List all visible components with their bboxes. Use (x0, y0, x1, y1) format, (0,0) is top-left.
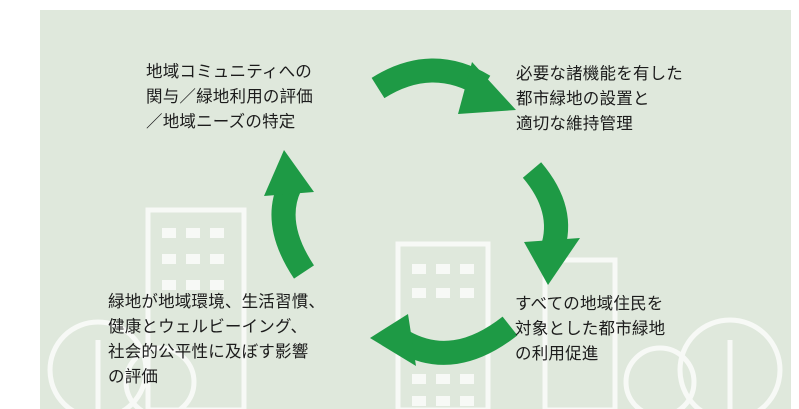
cycle-step-3-label: すべての地域住民を 対象とした都市緑地 の利用促進 (515, 294, 666, 363)
tree-right-small (623, 345, 697, 409)
cycle-step-1-label: 地域コミュニティへの 関与／緑地利用の評価 ／地域ニーズの特定 (146, 62, 313, 131)
tree-right (677, 317, 783, 409)
tree-left (47, 319, 149, 409)
arrow-right-down-icon (522, 162, 580, 285)
building-left (145, 207, 247, 409)
cycle-step-4-label: 緑地が地域環境、生活習慣、 健康とウェルビーイング、 社会的公平性に及ぼす影響 … (108, 292, 326, 386)
building-right (542, 257, 618, 409)
cycle-step-2-label: 必要な諸機能を有した 都市緑地の設置と 適切な維持管理 (516, 64, 683, 133)
tree-left-small (123, 345, 197, 409)
cycle-arrows (264, 58, 580, 366)
arrow-bottom-left-icon (370, 314, 518, 366)
diagram-panel (40, 10, 791, 409)
arrow-left-up-icon (264, 150, 315, 279)
arrow-top-right-icon (371, 58, 516, 114)
